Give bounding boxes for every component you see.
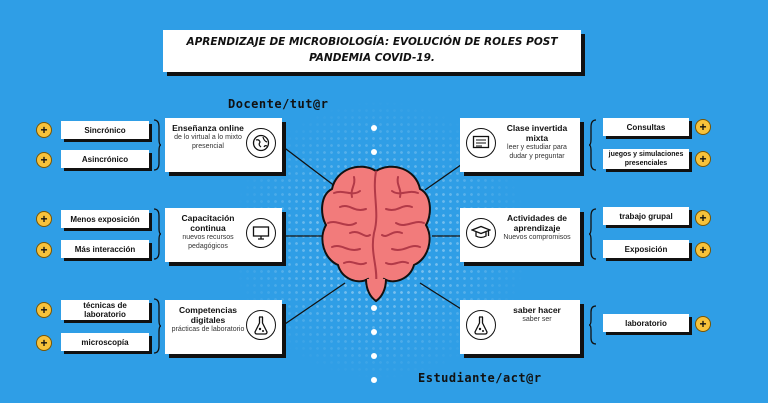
card-title: saber hacer: [513, 305, 561, 315]
brace-icon: [153, 208, 162, 260]
brain-illustration: [321, 165, 431, 303]
brace-icon: [588, 208, 597, 260]
pill-menos-exposicion: Menos exposición: [61, 210, 149, 228]
pill-sincronico: Sincrónico: [61, 121, 149, 139]
card-title: Actividades de aprendizaje: [507, 213, 567, 233]
brace-icon: [588, 305, 597, 345]
pill-laboratorio: laboratorio: [603, 314, 689, 332]
card-clase-invertida: Clase invertida mixta leer y estudiar pa…: [460, 118, 580, 172]
card-capacitacion-continua: Capacitación continua nuevos recursos pe…: [165, 208, 282, 262]
monitor-icon: [246, 218, 276, 248]
brace-icon: [153, 119, 162, 171]
plus-button[interactable]: +: [36, 335, 52, 351]
pill-consultas: Consultas: [603, 118, 689, 136]
card-subtitle: de lo virtual a lo mixto presencial: [174, 134, 242, 150]
flask-icon: [246, 310, 276, 340]
plus-button[interactable]: +: [695, 151, 711, 167]
pill-exposicion: Exposición: [603, 240, 689, 258]
plus-button[interactable]: +: [36, 302, 52, 318]
role-docente: Docente/tut@r: [228, 97, 329, 111]
card-title: Clase invertida mixta: [506, 123, 568, 143]
card-actividades-aprendizaje: Actividades de aprendizaje Nuevos compro…: [460, 208, 580, 262]
plus-button[interactable]: +: [36, 242, 52, 258]
pill-juegos-simulaciones: juegos y simulaciones presenciales: [603, 149, 689, 169]
plus-button[interactable]: +: [36, 152, 52, 168]
pill-mas-interaccion: Más interacción: [61, 240, 149, 258]
card-subtitle: nuevos recursos pedagógicos: [182, 234, 234, 250]
plus-button[interactable]: +: [36, 211, 52, 227]
graduation-cap-icon: [466, 218, 496, 248]
role-estudiante: Estudiante/act@r: [418, 371, 542, 385]
page-title: APRENDIZAJE DE MICROBIOLOGÍA: EVOLUCIÓN …: [163, 30, 581, 72]
flask-icon: [466, 310, 496, 340]
card-saber-hacer: saber hacer saber ser: [460, 300, 580, 354]
card-subtitle: Nuevos compromisos: [503, 234, 571, 241]
pill-trabajo-grupal: trabajo grupal: [603, 207, 689, 225]
plus-button[interactable]: +: [695, 210, 711, 226]
card-competencias-digitales: Competencias digitales prácticas de labo…: [165, 300, 282, 354]
card-title: Enseñanza online: [172, 123, 244, 133]
plus-button[interactable]: +: [695, 242, 711, 258]
card-subtitle: leer y estudiar para dudar y preguntar: [507, 144, 567, 160]
document-icon: [466, 128, 496, 158]
card-subtitle: saber ser: [522, 316, 552, 323]
pill-tecnicas-laboratorio: técnicas de laboratorio: [61, 300, 149, 320]
plus-button[interactable]: +: [695, 316, 711, 332]
card-title: Capacitación continua: [181, 213, 235, 233]
plus-button[interactable]: +: [36, 122, 52, 138]
card-title: Competencias digitales: [178, 305, 238, 325]
card-ensenanza-online: Enseñanza online de lo virtual a lo mixt…: [165, 118, 282, 172]
pill-microscopia: microscopía: [61, 333, 149, 351]
plus-button[interactable]: +: [695, 119, 711, 135]
pill-asincronico: Asincrónico: [61, 150, 149, 168]
globe-icon: [246, 128, 276, 158]
brace-icon: [153, 298, 162, 354]
card-subtitle: prácticas de laboratorio: [171, 326, 245, 333]
brace-icon: [588, 119, 597, 171]
